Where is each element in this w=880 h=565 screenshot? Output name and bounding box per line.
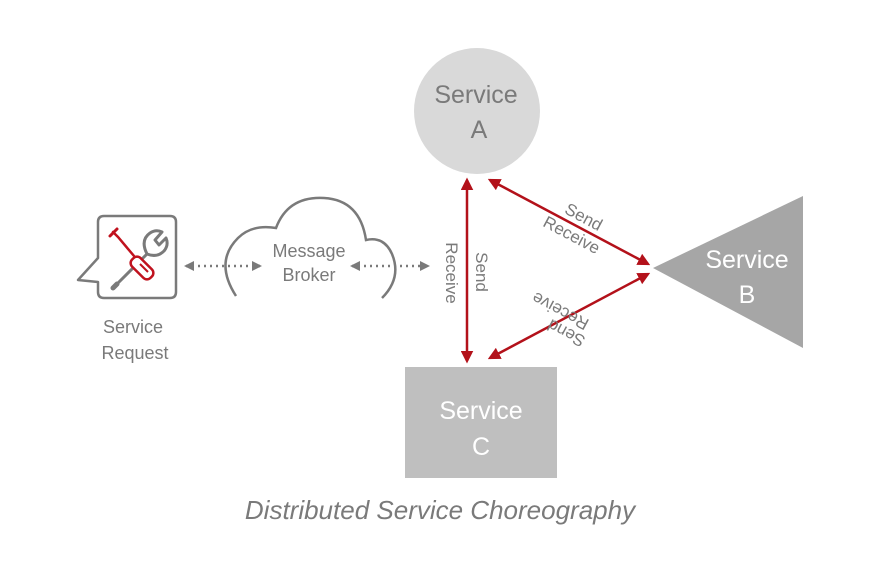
arrow-a-b	[487, 178, 651, 266]
service-a-circle	[414, 48, 540, 174]
service-request-label-line2: Request	[101, 343, 168, 363]
service-a-label-line1: Service	[434, 81, 517, 109]
chat-bubble-icon	[76, 214, 178, 300]
service-a-node: Service A	[414, 48, 540, 174]
diagram-title: Distributed Service Choreography	[245, 495, 637, 525]
message-broker-label-line2: Broker	[282, 265, 335, 285]
service-b-triangle	[653, 196, 803, 348]
message-broker-node: Message Broker	[224, 196, 397, 299]
service-c-node: Service C	[405, 367, 557, 478]
service-b-label-line1: Service	[705, 246, 788, 274]
service-request-label-line1: Service	[103, 317, 163, 337]
service-c-rect	[405, 367, 557, 478]
arrow-c-b	[487, 272, 651, 360]
edge-a-c-receive-label: Receive	[442, 242, 461, 303]
message-broker-label-line1: Message	[272, 241, 345, 261]
cloud-icon	[224, 196, 397, 299]
service-c-label-line2: C	[472, 433, 490, 461]
service-request-node: Service Request	[76, 214, 178, 363]
service-c-label-line1: Service	[439, 397, 522, 425]
screwdriver-icon	[108, 227, 155, 281]
service-b-node: Service B	[653, 196, 803, 348]
service-b-label-line2: B	[739, 281, 756, 309]
edge-a-c-send-label: Send	[472, 252, 491, 292]
service-a-label-line2: A	[471, 116, 488, 144]
